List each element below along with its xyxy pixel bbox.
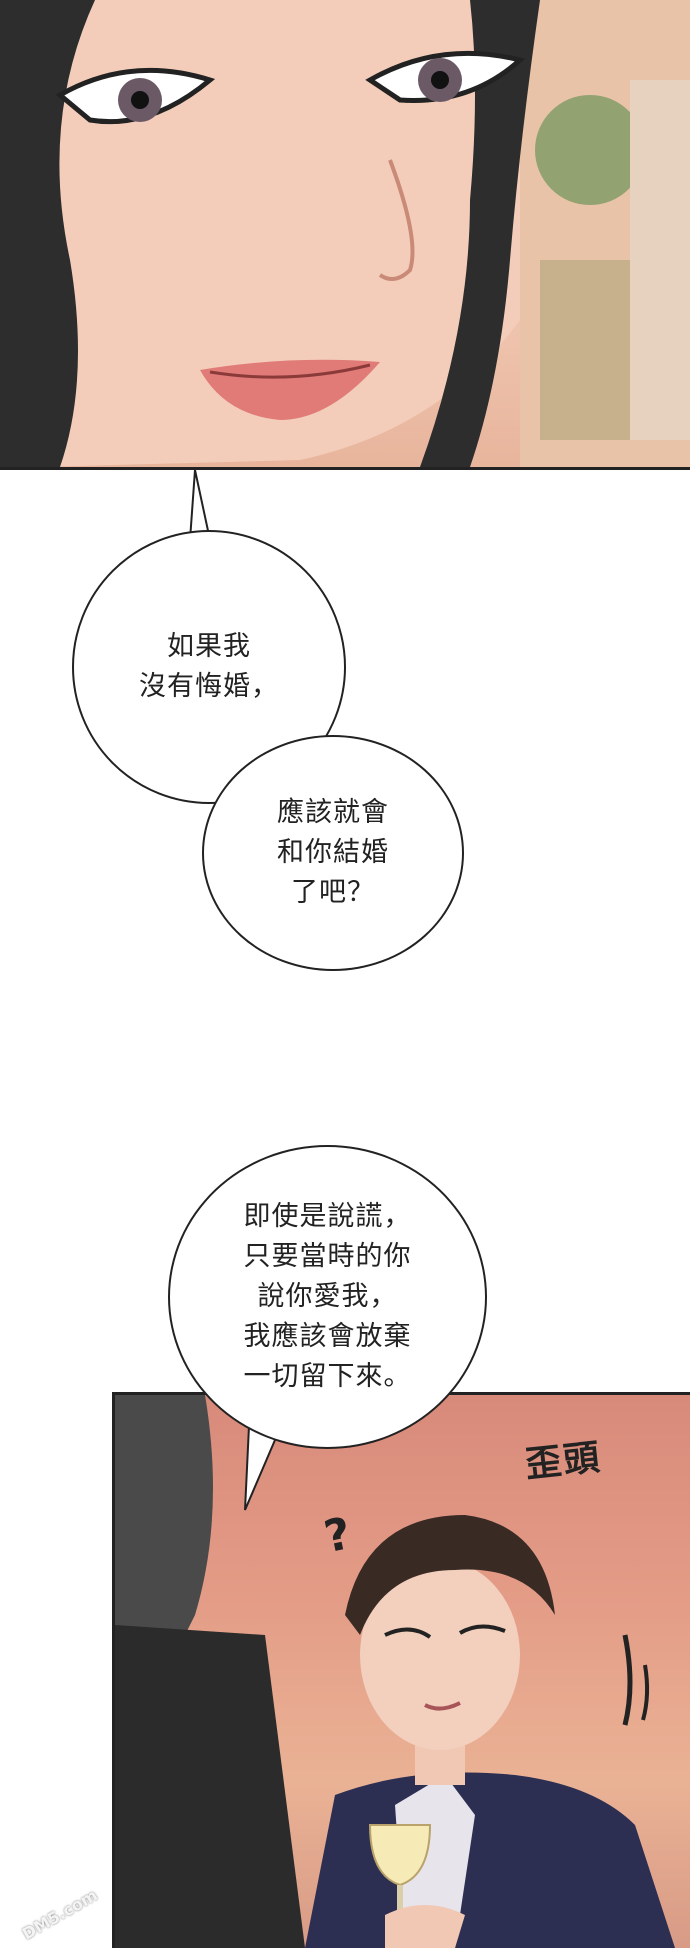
bubble-3-line-1: 即使是說謊，	[243, 1201, 412, 1232]
bubble-3-line-4: 我應該會放棄	[243, 1321, 412, 1352]
watermark-logo: DM5.com	[18, 1885, 101, 1944]
bubble-3-line-3: 說你愛我，	[257, 1281, 398, 1312]
bubble-3-line-5: 一切留下來。	[243, 1361, 412, 1392]
speech-bubble-1: 如果我 沒有悔婚，	[72, 530, 346, 804]
speech-bubble-3: 即使是說謊， 只要當時的你 說你愛我， 我應該會放棄 一切留下來。	[168, 1145, 487, 1449]
man-wineglass-illustration	[115, 1395, 675, 1948]
bubble-3-line-2: 只要當時的你	[243, 1241, 412, 1272]
sfx-tilt-head: 歪頭	[523, 1437, 604, 1486]
panel-man-wineglass	[112, 1392, 690, 1948]
bubble-1-line-1: 如果我	[167, 631, 251, 662]
bubble-tail-top	[188, 470, 212, 540]
woman-closeup-illustration	[0, 0, 690, 467]
bubble-1-line-2: 沒有悔婚，	[139, 671, 279, 702]
bubble-2-line-3: 了吧？	[291, 877, 375, 908]
bubble-2-line-1: 應該就會	[277, 797, 389, 828]
speech-bubble-2: 應該就會 和你結婚 了吧？	[202, 735, 464, 971]
bubble-2-line-2: 和你結婚	[277, 837, 389, 868]
panel-woman-closeup	[0, 0, 690, 470]
